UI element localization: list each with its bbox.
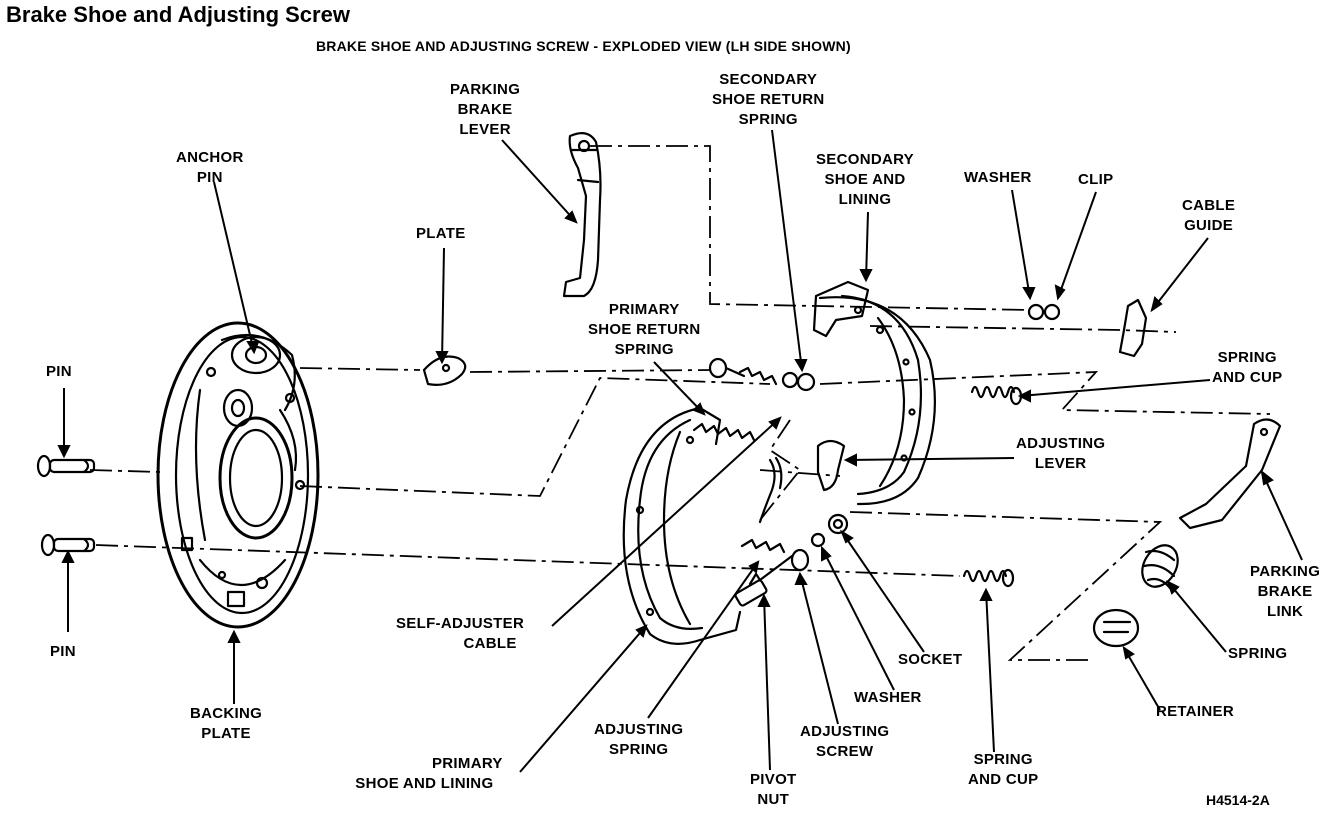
label-spring-right: SPRING <box>1228 645 1288 662</box>
label-washer-bottom: WASHER <box>854 689 922 706</box>
label-clip: CLIP <box>1078 171 1114 188</box>
backing-plate-part <box>156 321 320 629</box>
washer-clip-part <box>1027 303 1061 321</box>
label-socket: SOCKET <box>898 651 963 668</box>
spring-and-cup-bottom-part <box>962 568 1015 588</box>
cable-guide-part <box>1118 298 1148 358</box>
parking-brake-lever-part <box>562 131 602 298</box>
spring-and-cup-top-part <box>970 385 1023 406</box>
label-washer-top: WASHER <box>964 169 1032 186</box>
pin-top-part <box>36 454 96 478</box>
pin-bottom-part <box>40 533 96 557</box>
retainer-part <box>1092 608 1140 648</box>
label-retainer: RETAINER <box>1156 703 1234 720</box>
spring-right-part <box>1141 544 1179 590</box>
plate-part <box>422 355 467 386</box>
secondary-shoe-part <box>812 280 936 506</box>
primary-shoe-return-spring-part <box>692 357 816 442</box>
page-title: Brake Shoe and Adjusting Screw <box>6 2 350 27</box>
adjusting-lever-part <box>758 439 846 524</box>
label-pin-bottom: PIN <box>50 643 76 660</box>
primary-shoe-part <box>622 406 742 645</box>
diagram-subtitle: BRAKE SHOE AND ADJUSTING SCREW - EXPLODE… <box>316 38 851 54</box>
label-plate: PLATE <box>416 225 466 242</box>
figure-code: H4514-2A <box>1206 792 1270 808</box>
parking-brake-link-part <box>1178 418 1282 530</box>
label-pin-top: PIN <box>46 363 72 380</box>
adjusting-screw-assembly-part <box>734 513 849 607</box>
